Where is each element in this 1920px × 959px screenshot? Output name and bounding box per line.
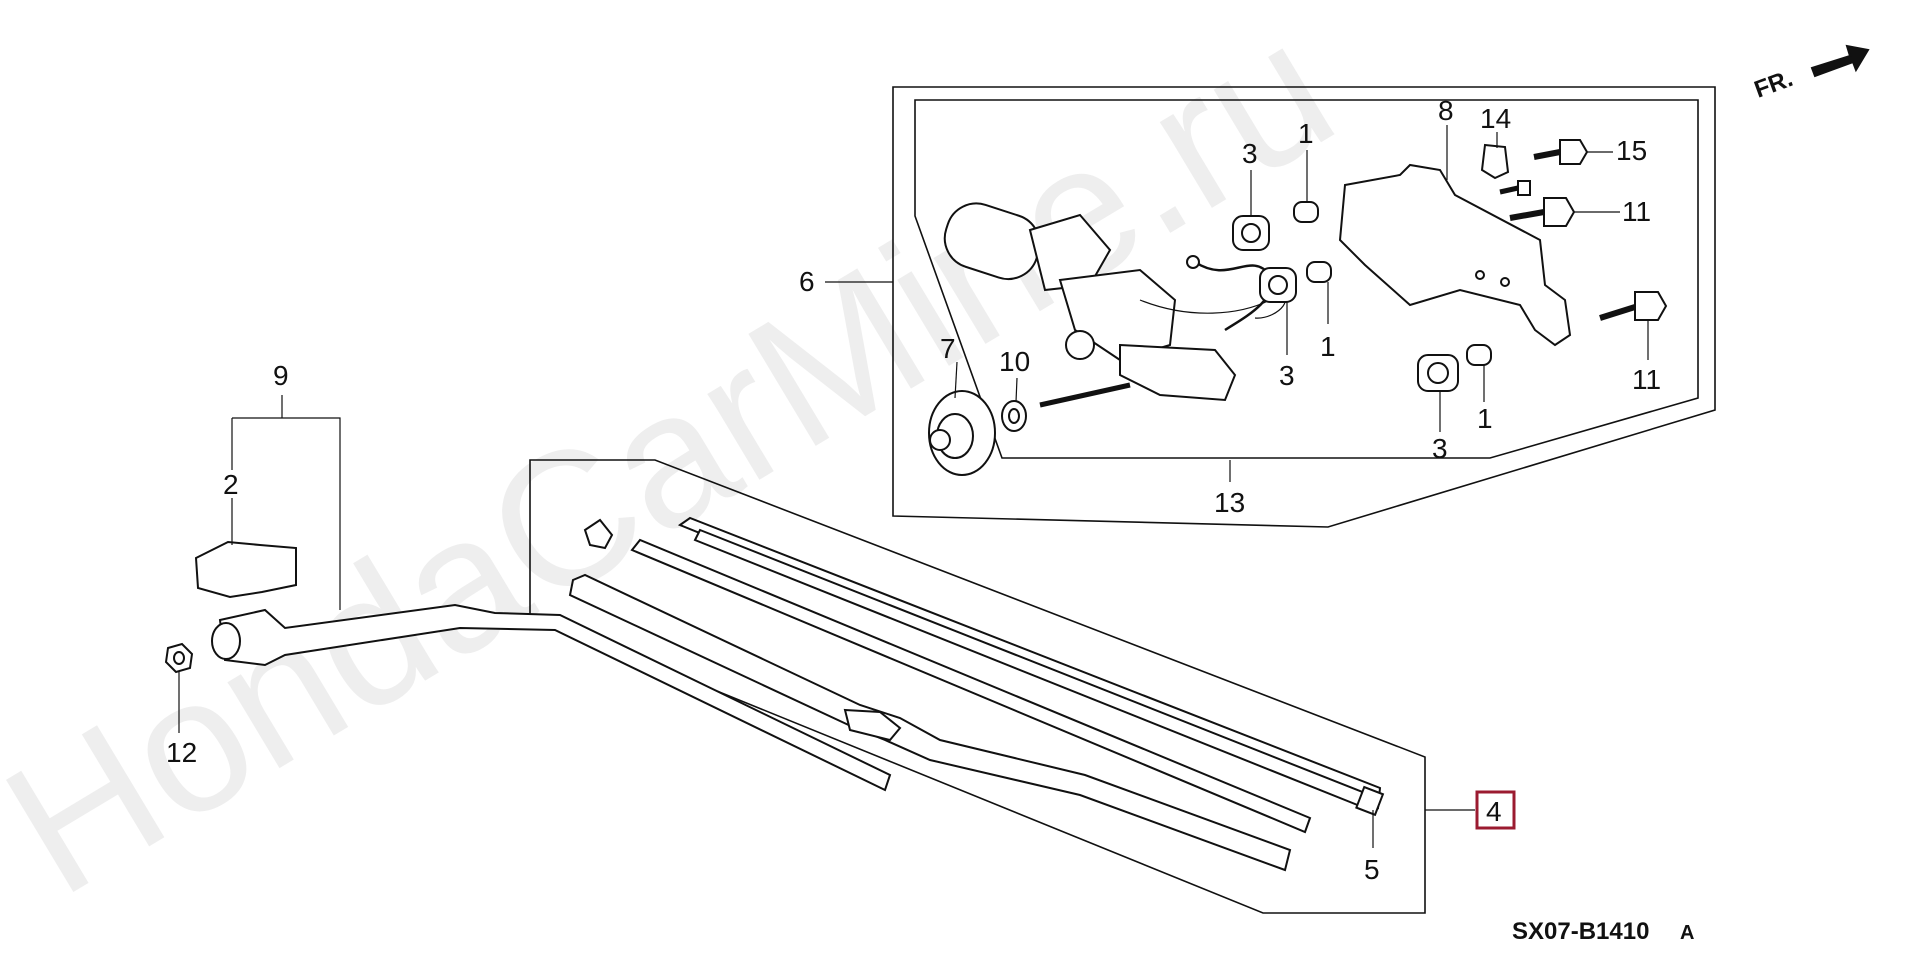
- diagram-reference-code: SX07-B1410: [1512, 918, 1649, 945]
- part-label-14: 14: [1480, 103, 1511, 134]
- part-label-15: 15: [1616, 135, 1647, 166]
- front-arrow-icon: [1810, 44, 1870, 78]
- part-label-8: 8: [1438, 95, 1454, 126]
- part-label-10: 10: [999, 346, 1030, 377]
- part-label-12: 12: [166, 737, 197, 768]
- flange-bolt-15: [1533, 139, 1589, 165]
- flange-bolt-11-upper: [1509, 197, 1576, 227]
- blade-clip: [583, 518, 614, 550]
- motor-bracket-group-frame: [914, 99, 1699, 459]
- arm-cap: [194, 540, 297, 599]
- grommet-lower: [1417, 354, 1459, 392]
- part-label-1-middle: 1: [1320, 331, 1336, 362]
- grommet-upper: [1232, 215, 1270, 251]
- part-label-1-upper: 1: [1298, 118, 1314, 149]
- part-label-2: 2: [223, 469, 239, 500]
- motor-seal-cap: [928, 390, 996, 476]
- collar-upper: [1293, 201, 1319, 223]
- blade-rubber: [677, 516, 1385, 817]
- part-label-3-upper: 3: [1242, 138, 1258, 169]
- leader-7: [954, 361, 958, 399]
- screw-small: [1499, 180, 1531, 196]
- blade-frame-yoke: [843, 708, 902, 742]
- part-label-3-lower: 3: [1432, 433, 1448, 464]
- part-label-1-lower: 1: [1477, 403, 1493, 434]
- flange-bolt-11-lower: [1599, 291, 1668, 321]
- motor-assembly-frame: [892, 86, 1716, 528]
- part-label-13: 13: [1214, 487, 1245, 518]
- part-label-11-upper: 11: [1622, 196, 1651, 227]
- part-label-5: 5: [1364, 854, 1380, 885]
- ground-terminal: [1186, 255, 1200, 269]
- part-label-9: 9: [273, 360, 289, 391]
- blade-insert: [630, 538, 1312, 834]
- wiper-arm: [211, 603, 892, 792]
- motor-bracket: [1338, 163, 1572, 347]
- collar-middle: [1306, 261, 1332, 283]
- part-label-3-middle: 3: [1279, 360, 1295, 391]
- arm-nut: [164, 642, 194, 674]
- leader-9-bracket: [232, 417, 341, 610]
- watermark-text: HondaCarMine.ru: [0, 0, 1367, 935]
- diagram-reference-suffix: A: [1680, 922, 1694, 944]
- part-label-11-lower: 11: [1632, 364, 1661, 395]
- wiper-motor: [943, 202, 1286, 408]
- part-label-4[interactable]: 4: [1486, 796, 1502, 827]
- part-label-7: 7: [940, 333, 956, 364]
- part-label-6: 6: [799, 266, 815, 297]
- highlighted-part-box[interactable]: [1475, 790, 1516, 830]
- grommet-middle: [1259, 267, 1297, 303]
- leader-10: [1015, 377, 1018, 403]
- washer: [1001, 400, 1027, 432]
- front-direction-label: FR.: [1751, 65, 1797, 104]
- collar-lower: [1466, 344, 1492, 366]
- bracket-clip: [1480, 143, 1510, 180]
- front-direction-indicator: FR.: [1751, 44, 1870, 104]
